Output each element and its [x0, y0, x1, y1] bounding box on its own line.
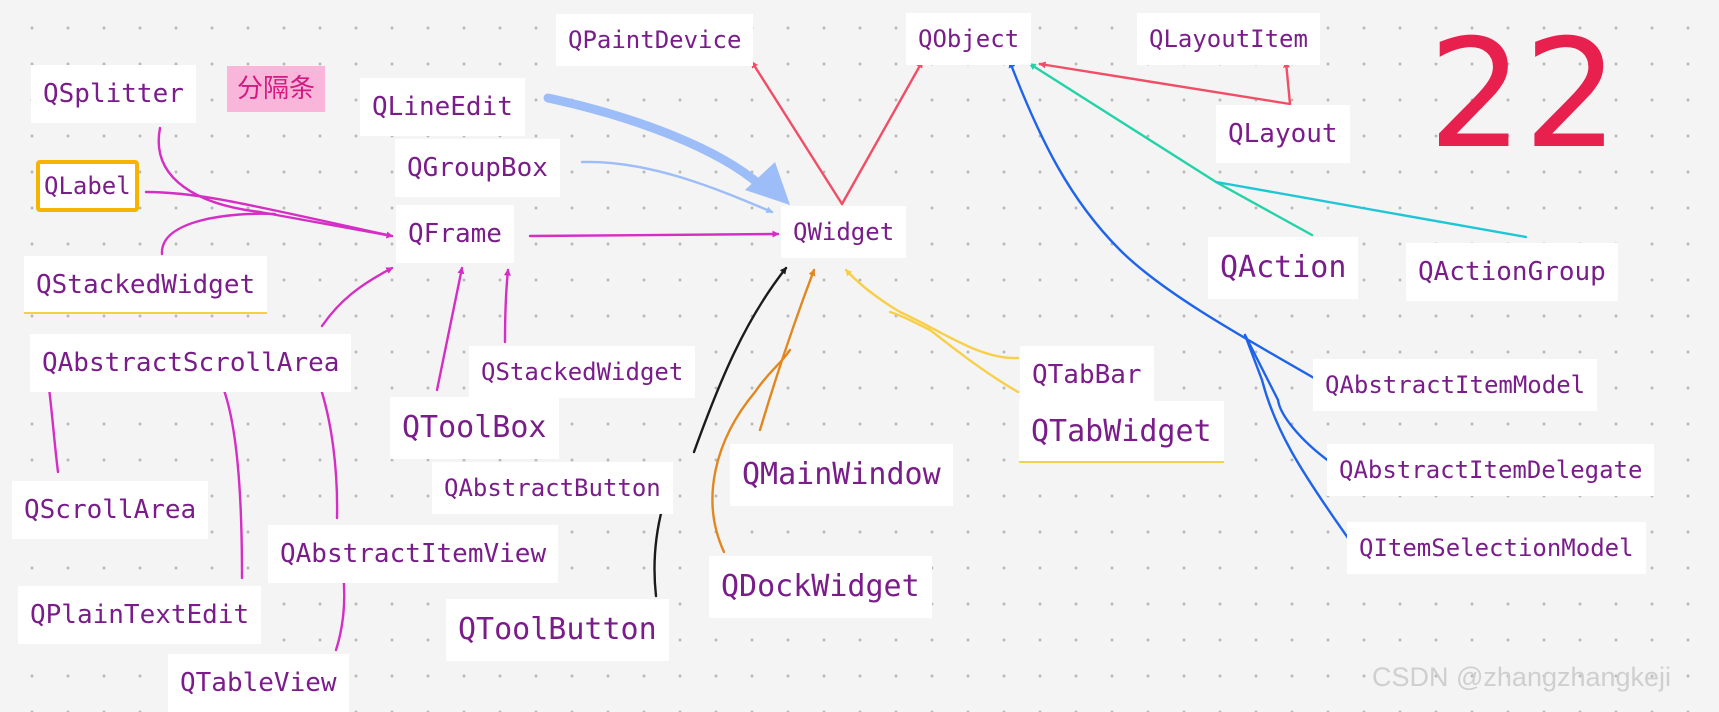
edge-qstackedwidget-qframe [160, 212, 277, 256]
edge-qgroupbox-qwidget [580, 160, 774, 214]
edge-qabstractitemview-qabstractscrollarea [316, 378, 339, 520]
node-qobject: QObject [906, 13, 1032, 65]
node-qlayout: QLayout [1216, 105, 1350, 163]
node-qsplitter: QSplitter [31, 65, 196, 123]
edge-qactiongroup-qaction [1214, 180, 1528, 239]
edge-qtableview-qabstractitemview [334, 570, 348, 652]
edge-qwidget-qpaintdevice [750, 60, 844, 206]
edge-qlayout-qobject [1038, 61, 1292, 106]
edge-qdockwidget-qwidget [711, 348, 792, 554]
node-qtoolbutton: QToolButton [446, 599, 669, 661]
edge-qplaintextedit-qabstractscrollarea [218, 378, 244, 580]
edge-qtoolbutton-qabstractbutton [653, 500, 666, 598]
edge-qabstractitemmodel-qobject [1008, 60, 1316, 380]
separator-tag: 分隔条 [227, 66, 326, 112]
edge-qabstractitemdelegate-qobject [1243, 333, 1332, 464]
node-qabstractscrollarea: QAbstractScrollArea [30, 334, 352, 392]
edge-qmainwindow-qwidget [758, 268, 816, 432]
node-qactiongroup: QActionGroup [1406, 243, 1618, 301]
node-qtableview: QTableView [168, 654, 349, 712]
edge-qlayout-qlayoutitem [1283, 60, 1292, 106]
node-qstackedwidget-left: QStackedWidget [24, 256, 268, 314]
edge-qlineedit-qwidget [543, 93, 765, 190]
edge-qtoolbox-qframe [435, 266, 465, 392]
edge-qwidget-qobject [840, 60, 924, 206]
edge-qsplitter-qframe [157, 126, 394, 239]
node-qabstractbutton: QAbstractButton [432, 462, 673, 514]
edge-qlineedit-qwidget-head [745, 162, 790, 205]
node-qplaintextedit: QPlainTextEdit [18, 586, 262, 644]
node-qtabbar: QTabBar [1020, 346, 1154, 404]
edge-qlabel-qframe [144, 190, 394, 238]
edge-qabstractbutton-qwidget [692, 266, 788, 454]
node-qlabel: QLabel [36, 160, 139, 212]
node-qabstractitemview: QAbstractItemView [268, 525, 559, 583]
node-qwidget: QWidget [781, 206, 907, 258]
node-qdockwidget: QDockWidget [709, 556, 932, 618]
edge-qscrollarea-qabstractscrollarea [45, 378, 60, 474]
node-qabstractitemdelegate: QAbstractItemDelegate [1327, 444, 1655, 496]
node-qstackedwidget-mid: QStackedWidget [469, 346, 696, 398]
node-qtabwidget: QTabWidget [1019, 401, 1224, 463]
node-qframe: QFrame [396, 205, 514, 263]
edge-qframe-qwidget [528, 230, 780, 238]
edge-qtabwidget-qwidget [888, 310, 1020, 394]
node-qtoolbox: QToolBox [390, 397, 559, 459]
page-number: 22 [1428, 8, 1619, 182]
node-qitemselectionmodel: QItemSelectionModel [1347, 522, 1646, 574]
node-qgroupbox: QGroupBox [395, 139, 560, 197]
edge-qitemselectionmodel-qobject [1243, 333, 1350, 540]
node-qpaintdevice: QPaintDevice [556, 14, 754, 66]
node-qabstractitemmodel: QAbstractItemModel [1313, 359, 1598, 411]
node-qmainwindow: QMainWindow [730, 444, 953, 506]
node-qlayoutitem: QLayoutItem [1137, 13, 1320, 65]
watermark: CSDN @zhangzhangkeji [1372, 662, 1672, 692]
edge-qtabbar-qwidget [844, 268, 1020, 360]
edge-qstackedwidget-mid-qframe [503, 268, 511, 344]
node-qlineedit: QLineEdit [360, 78, 525, 136]
node-qaction: QAction [1208, 237, 1359, 299]
edge-qabstractscrollarea-qframe [320, 266, 394, 328]
node-qscrollarea: QScrollArea [12, 481, 209, 539]
